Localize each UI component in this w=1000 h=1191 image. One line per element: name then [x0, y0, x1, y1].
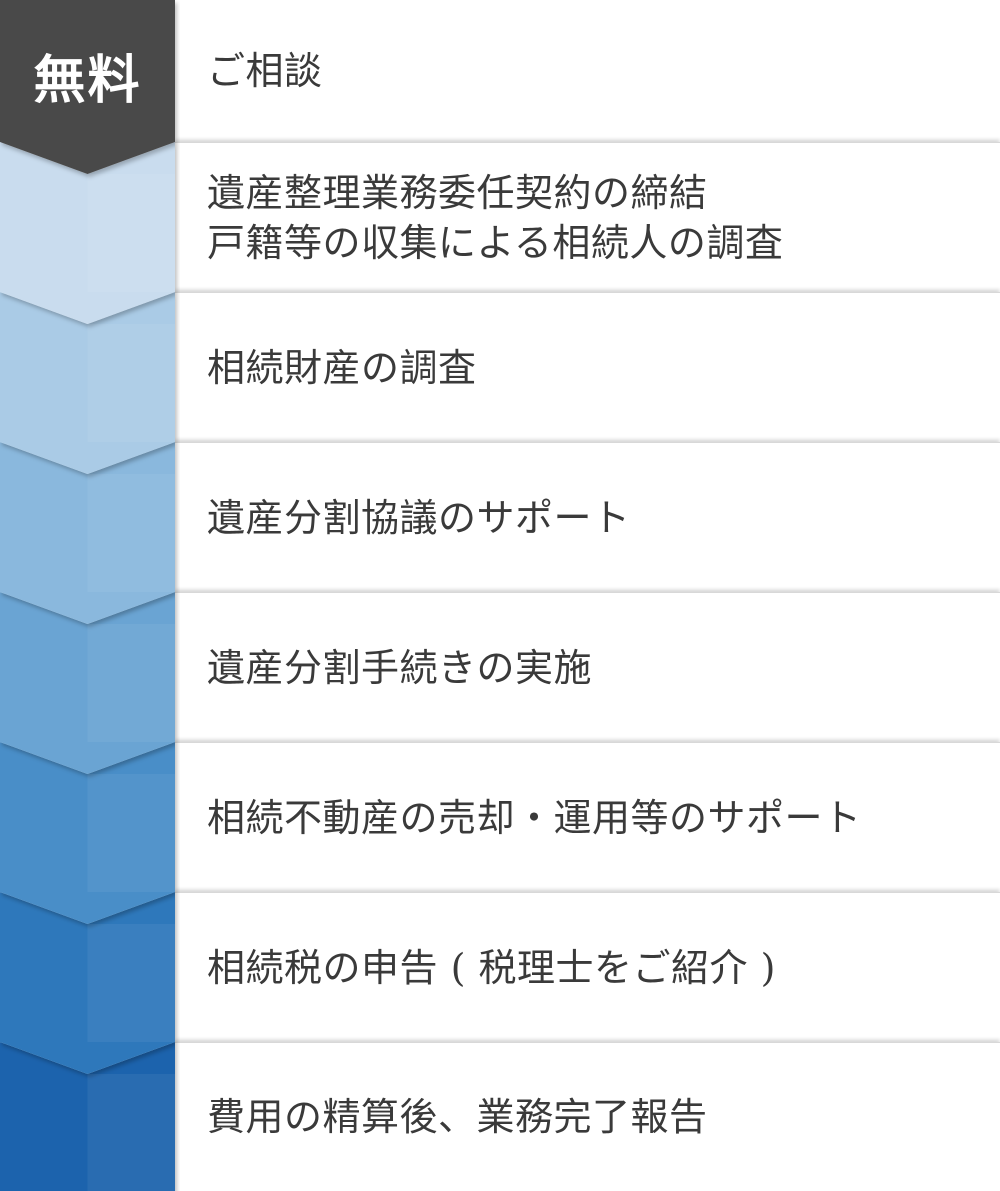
step-chevron-4 [0, 442, 175, 624]
step-chevron-3 [0, 292, 175, 474]
step-chevron-6 [0, 742, 175, 924]
step-label: 相続税の申告 ( 税理士をご紹介 ) [207, 945, 776, 990]
free-badge-label: 無料 [33, 51, 142, 111]
step-row-6: 相続不動産の売却・運用等のサポート [175, 742, 1000, 892]
step-chevron-shade [87, 924, 175, 1042]
step-chevron-8 [0, 1042, 175, 1191]
step-row-2: 遺産整理業務委任契約の締結 戸籍等の収集による相続人の調査 [175, 142, 1000, 292]
step-row-3: 相続財産の調査 [175, 292, 1000, 442]
step-label: ご相談 [207, 49, 323, 93]
step-chevron-2 [0, 142, 175, 324]
step-chevron-5 [0, 592, 175, 774]
step-chevron-shade [87, 624, 175, 742]
step-chevron-shade [87, 324, 175, 442]
step-row-8: 費用の精算後、業務完了報告 [175, 1042, 1000, 1191]
step-chevron-7 [0, 892, 175, 1074]
step-label: 遺産整理業務委任契約の締結 戸籍等の収集による相続人の調査 [207, 170, 784, 265]
step-chevron-shade [87, 774, 175, 892]
step-label: 相続財産の調査 [207, 345, 477, 390]
step-chevron-shade [87, 1074, 175, 1191]
step-row-1: ご相談 [175, 0, 1000, 142]
step-chevron-shade [87, 174, 175, 292]
step-label: 費用の精算後、業務完了報告 [207, 1095, 708, 1139]
step-row-7: 相続税の申告 ( 税理士をご紹介 ) [175, 892, 1000, 1042]
step-row-5: 遺産分割手続きの実施 [175, 592, 1000, 742]
step-row-4: 遺産分割協議のサポート [175, 442, 1000, 592]
step-label: 遺産分割手続きの実施 [207, 645, 593, 690]
step-chevron-shade [87, 474, 175, 592]
step-arrows [0, 0, 175, 1191]
free-badge-chevron [0, 0, 175, 174]
step-label: 相続不動産の売却・運用等のサポート [207, 795, 862, 840]
step-label: 遺産分割協議のサポート [207, 495, 631, 540]
